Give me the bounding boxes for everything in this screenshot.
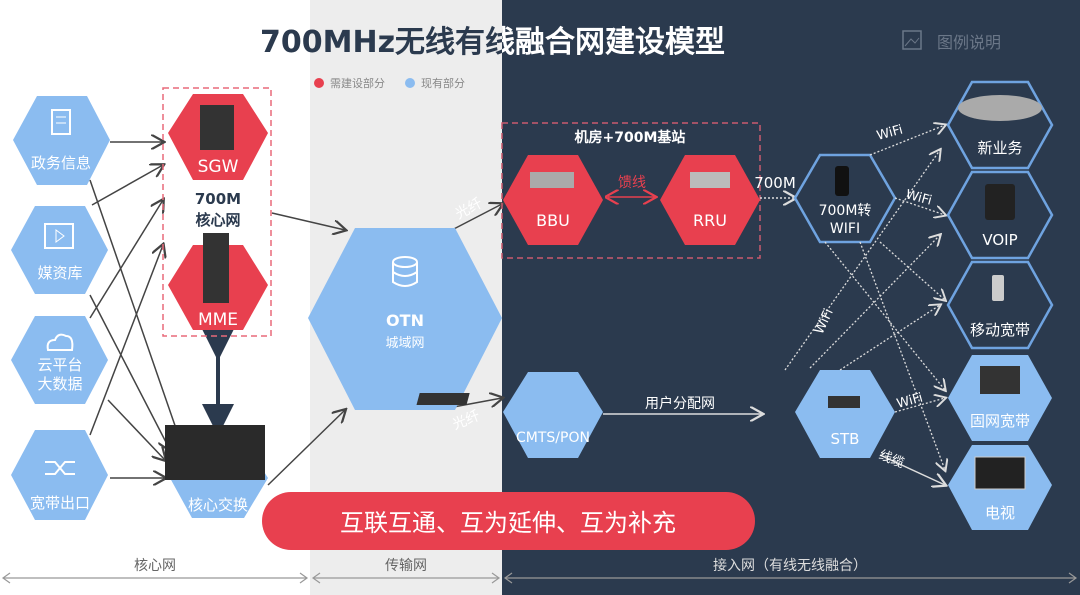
document-icon <box>51 109 71 135</box>
core-connections <box>89 142 502 486</box>
laptop-icon <box>980 366 1020 394</box>
banner <box>262 492 755 550</box>
wifi-converter-sublabel: WIFI <box>830 221 860 237</box>
page-title: 700MHz无线有线融合网建设模型 <box>260 25 725 60</box>
core-group-label-1: 700M <box>195 190 241 208</box>
car-icon <box>958 95 1042 121</box>
cmts-node[interactable]: CMTS/PON <box>416 372 603 458</box>
core-group-box <box>162 87 272 337</box>
cmts-device-icon <box>416 393 470 405</box>
feeder-label: 馈线 <box>618 175 646 191</box>
endpoint-new-business[interactable]: 新业务 <box>946 80 1054 170</box>
user-distribution-label: 用户分配网 <box>645 395 715 412</box>
wifi-label-4: WiFi <box>895 391 924 412</box>
link-700m-label: 700M <box>754 174 796 192</box>
server-icon <box>203 233 229 303</box>
endpoint-label: 新业务 <box>977 139 1022 157</box>
stb-label: STB <box>831 430 860 448</box>
video-icon <box>44 223 74 249</box>
source-label: 云平台 大数据 <box>37 356 83 393</box>
rru-node[interactable]: RRU <box>660 155 760 245</box>
endpoint-label: VOIP <box>982 231 1017 249</box>
banner-text: 互联互通、互为延伸、互为补充 <box>340 509 676 537</box>
otn-label: OTN <box>386 311 424 330</box>
endpoint-fixed-broadband[interactable]: 固网宽带 <box>948 355 1052 441</box>
wifi-label-2: WiFi <box>904 187 933 208</box>
wifi-converter-node[interactable]: 700M转 WIFI <box>793 153 897 244</box>
mobile-phone-icon <box>992 275 1004 301</box>
source-label: 政务信息 <box>31 154 91 172</box>
phone-icon <box>985 184 1015 220</box>
station-group-label: 机房+700M基站 <box>575 129 686 146</box>
mme-label: MME <box>198 310 238 330</box>
source-label: 媒资库 <box>37 264 82 282</box>
sgw-label: SGW <box>198 157 239 177</box>
source-meizi[interactable]: 媒资库 <box>11 206 108 294</box>
endpoint-voip[interactable]: VOIP <box>946 170 1054 260</box>
endpoint-label: 移动宽带 <box>970 321 1030 339</box>
cable-arrow <box>879 454 945 485</box>
station-group-box <box>501 122 761 259</box>
source-broadband-exit[interactable]: 宽带出口 <box>11 430 108 520</box>
core-switch-label: 核心交换 <box>188 496 248 514</box>
source-cloud[interactable]: 云平台 大数据 <box>10 316 110 404</box>
section-label-transport: 传输网 <box>385 558 427 574</box>
otn-node[interactable]: OTN 城域网 <box>308 228 502 410</box>
wifi-label-1: WiFi <box>875 123 904 144</box>
mme-node[interactable]: MME <box>168 233 268 330</box>
bbu-label: BBU <box>536 211 570 230</box>
bbu-device-icon <box>530 172 574 188</box>
legend-existing-label: 现有部分 <box>421 76 465 90</box>
database-icon <box>392 256 418 287</box>
otn-sublabel: 城域网 <box>385 336 424 351</box>
rru-device-icon <box>690 172 730 188</box>
legend-new-label: 需建设部分 <box>330 76 385 90</box>
source-label: 宽带出口 <box>30 494 90 512</box>
source-zhengwu[interactable]: 政务信息 <box>13 96 110 185</box>
legend-title: 图例说明 <box>937 33 1001 52</box>
tv-icon <box>974 456 1026 490</box>
bbu-node[interactable]: BBU <box>503 155 603 245</box>
core-group-label-2: 核心网 <box>195 211 240 229</box>
endpoint-tv[interactable]: 电视 <box>948 445 1052 530</box>
endpoint-label: 固网宽带 <box>970 412 1030 430</box>
stb-device-icon <box>828 396 860 408</box>
endpoint-label: 电视 <box>985 504 1015 522</box>
legend-existing-dot <box>405 78 415 88</box>
core-switch-node[interactable]: 核心交换 <box>165 425 268 518</box>
cloud-icon <box>46 333 74 351</box>
server-icon <box>200 105 234 150</box>
wifi-converter-label: 700M转 <box>819 203 872 219</box>
legend-new-dot <box>314 78 324 88</box>
access-links <box>784 125 945 470</box>
switch-rack-icon <box>165 425 265 480</box>
cmts-label: CMTS/PON <box>516 430 590 446</box>
shuffle-icon <box>45 461 75 475</box>
stb-node[interactable]: STB <box>795 370 895 458</box>
router-icon <box>835 166 849 196</box>
source-label-wrap: 云平台 大数据 <box>37 356 83 393</box>
rru-label: RRU <box>693 211 727 230</box>
section-label-core: 核心网 <box>134 558 176 574</box>
sgw-node[interactable]: SGW <box>168 94 268 180</box>
section-axis <box>1 572 1078 584</box>
endpoint-mobile-broadband[interactable]: 移动宽带 <box>946 260 1054 350</box>
section-label-access: 接入网（有线无线融合） <box>713 557 867 574</box>
legend-image-icon <box>902 30 922 50</box>
